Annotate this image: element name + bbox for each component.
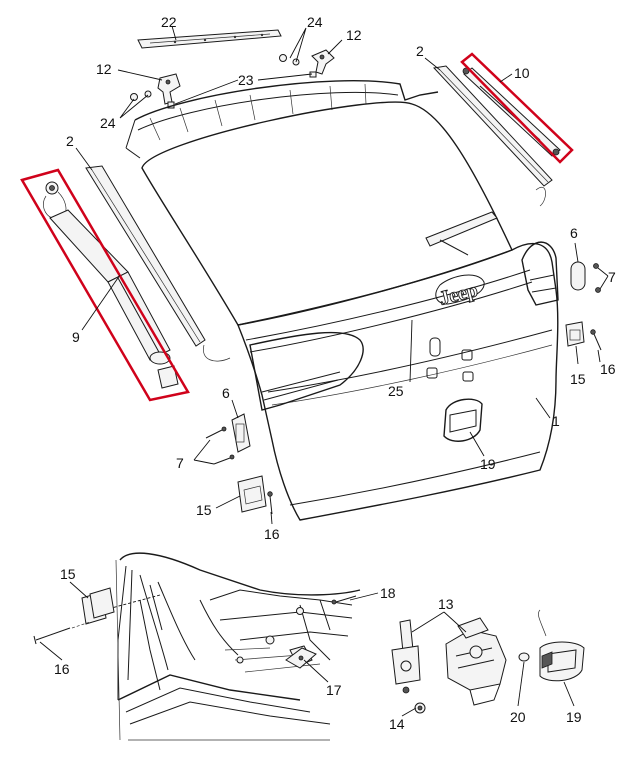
callout-15-right: 15 — [570, 371, 586, 387]
part-15-striker-left — [237, 475, 267, 513]
part-6-bumper-left — [231, 413, 251, 453]
part-7-screws-right — [593, 263, 601, 293]
part-9-gas-strut-left — [43, 181, 179, 389]
callout-19-upper: 19 — [480, 456, 496, 472]
callout-2-right: 2 — [416, 43, 424, 59]
part-2-seal-right — [432, 65, 553, 187]
part-15-striker-right — [565, 321, 585, 347]
callout-22: 22 — [161, 14, 177, 30]
callout-7-right: 7 — [608, 269, 616, 285]
part-16-bolt-right — [590, 329, 602, 351]
callout-1: 1 — [552, 413, 560, 429]
callout-19-lower: 19 — [566, 709, 582, 725]
part-7-screws-left — [205, 426, 235, 465]
part-13-latch-assembly — [445, 617, 507, 706]
callout-25: 25 — [388, 383, 404, 399]
part-17-bracket — [285, 647, 317, 669]
callout-9: 9 — [72, 329, 80, 345]
callout-2-left: 2 — [66, 133, 74, 149]
callout-24-top: 24 — [307, 14, 323, 30]
callout-17: 17 — [326, 682, 342, 698]
part-16-bolt-detail — [33, 621, 91, 645]
vehicle-rear-opening-detail — [103, 552, 361, 741]
callout-16-left: 16 — [264, 526, 280, 542]
highlight-frame-part-9 — [20, 168, 190, 402]
callout-18: 18 — [380, 585, 396, 601]
part-20-clip — [518, 652, 530, 662]
part-2-seal-left — [85, 165, 206, 347]
callout-15-left: 15 — [196, 502, 212, 518]
callout-15-detail: 15 — [60, 566, 76, 582]
callout-23: 23 — [238, 72, 254, 88]
part-15-striker-detail — [81, 587, 115, 625]
callout-6-left: 6 — [222, 385, 230, 401]
jeep-badge-text: Jeep — [437, 279, 480, 310]
callout-14: 14 — [389, 716, 405, 732]
part-12-hinge-right — [311, 49, 335, 75]
callout-7-left: 7 — [176, 455, 184, 471]
part-19-handle-detail — [538, 609, 585, 682]
liftgate-body — [125, 80, 559, 521]
callout-10: 10 — [514, 65, 530, 81]
part-14-release-switch — [391, 619, 426, 714]
callout-16-right: 16 — [600, 361, 616, 377]
callout-16-detail: 16 — [54, 661, 70, 677]
callout-24-left: 24 — [100, 115, 116, 131]
callout-20: 20 — [510, 709, 526, 725]
highlight-frame-part-10 — [460, 52, 574, 164]
part-6-bumper-right — [570, 261, 586, 291]
part-12-hinge-left — [157, 73, 181, 105]
callout-13: 13 — [438, 596, 454, 612]
part-22-spoiler-strip — [137, 29, 282, 49]
part-16-bolt-left — [267, 491, 273, 515]
callout-6-right: 6 — [570, 225, 578, 241]
part-24-nuts — [130, 54, 317, 109]
leader-lines — [39, 25, 609, 717]
callout-12-right: 12 — [346, 27, 362, 43]
callout-12-left: 12 — [96, 61, 112, 77]
